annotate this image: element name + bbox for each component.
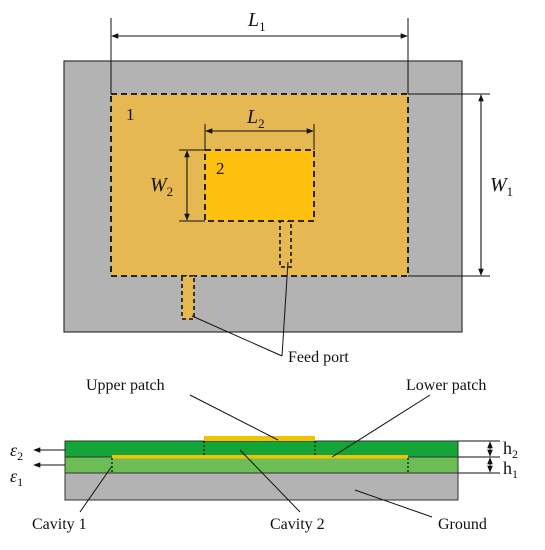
cavity2-leader bbox=[239, 449, 301, 513]
lower-patch-label: Lower patch bbox=[406, 377, 486, 394]
w1-label: W1 bbox=[490, 174, 513, 199]
feed-port-label: Feed port bbox=[288, 349, 349, 366]
lower-patch-number: 1 bbox=[126, 105, 135, 124]
h1-label: h1 bbox=[503, 458, 518, 481]
cavity2-label: Cavity 2 bbox=[270, 516, 325, 533]
lower-patch-strip bbox=[112, 455, 408, 459]
cavity1-label: Cavity 1 bbox=[32, 516, 87, 533]
h2-label: h2 bbox=[503, 438, 518, 461]
w2-label: W2 bbox=[150, 174, 173, 199]
cavity1-leader bbox=[79, 465, 113, 513]
upper-patch-label: Upper patch bbox=[86, 377, 165, 394]
upper-substrate bbox=[64, 440, 459, 458]
cross-section: ε2 ε1 h2 h1 Upper patch Lower patch Cavi… bbox=[10, 377, 518, 533]
lower-patch-leader bbox=[331, 394, 431, 458]
upper-patch bbox=[204, 149, 315, 222]
upper-feed-line bbox=[279, 220, 292, 268]
feed-callout-left bbox=[191, 315, 283, 357]
l2-label: L2 bbox=[246, 106, 265, 131]
l1-label: L1 bbox=[247, 9, 266, 34]
upper-patch-strip bbox=[204, 436, 315, 441]
e1-label: ε1 bbox=[10, 466, 23, 489]
upper-patch-number: 2 bbox=[216, 159, 225, 178]
lower-feed-line bbox=[181, 275, 195, 320]
upper-patch-leader bbox=[189, 394, 279, 441]
top-view: 1 2 L1 L2 W2 W1 Feed port bbox=[63, 9, 513, 366]
feed-callout-right bbox=[281, 261, 289, 357]
lower-substrate bbox=[64, 456, 459, 474]
e2-label: ε2 bbox=[10, 440, 23, 463]
ground-label: Ground bbox=[438, 516, 487, 533]
ground-layer bbox=[64, 472, 459, 501]
ground-leader bbox=[354, 489, 433, 518]
